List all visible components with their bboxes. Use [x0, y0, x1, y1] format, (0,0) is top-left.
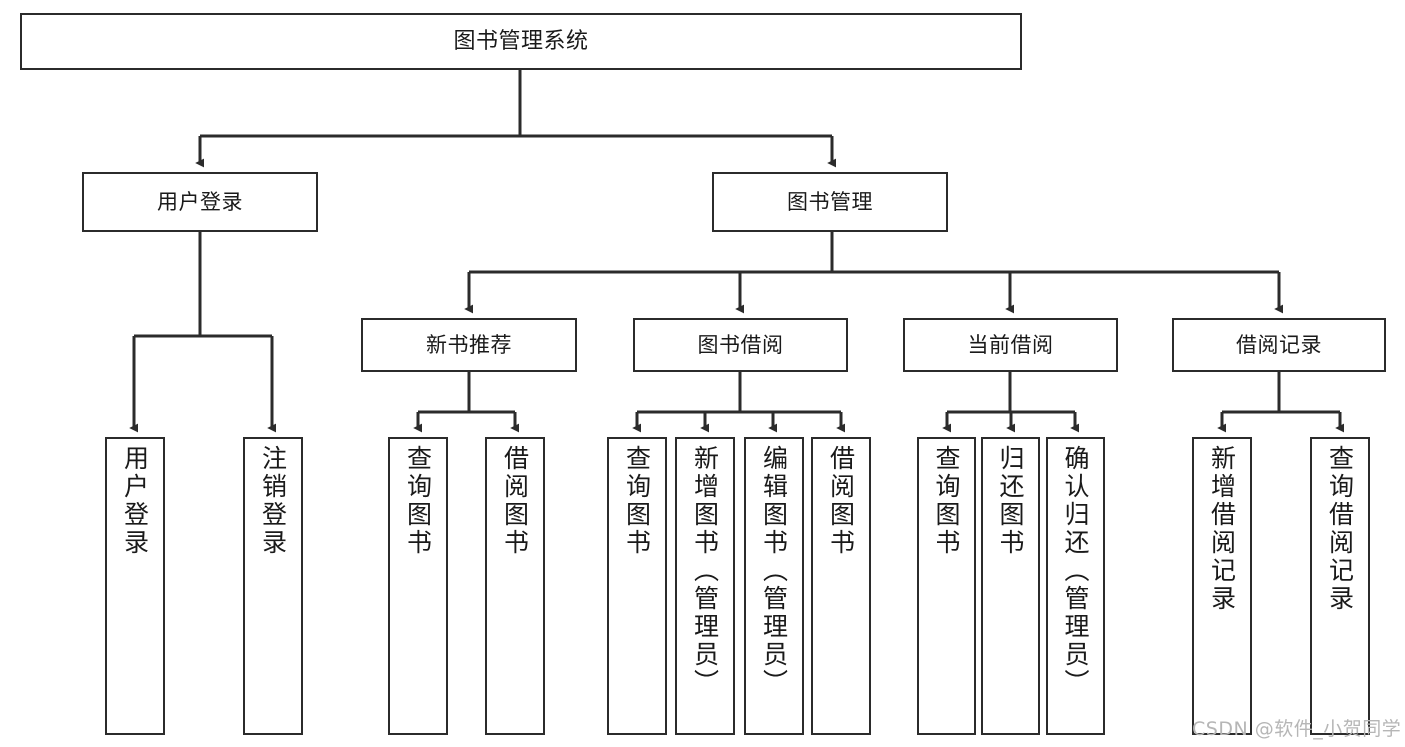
leaf-edit-book-admin[interactable]: 编辑图书（管理员）: [744, 437, 804, 735]
leaf-user-login[interactable]: 用户登录: [105, 437, 165, 735]
leaf-add-book-admin[interactable]: 新增图书（管理员）: [675, 437, 735, 735]
node-borrow-record[interactable]: 借阅记录: [1172, 318, 1386, 372]
node-label: 编辑图书（管理员）: [759, 445, 789, 697]
node-label: 查询图书: [403, 445, 433, 557]
node-book-borrow[interactable]: 图书借阅: [633, 318, 848, 372]
leaf-query-borrow-record[interactable]: 查询借阅记录: [1310, 437, 1370, 735]
watermark-text: CSDN @软件_小贺同学: [1192, 718, 1402, 740]
node-label: 新增图书（管理员）: [690, 445, 720, 697]
node-label: 用户登录: [120, 445, 150, 557]
leaf-borrow-book-recommend[interactable]: 借阅图书: [485, 437, 545, 735]
node-user-login[interactable]: 用户登录: [82, 172, 318, 232]
node-label: 图书管理: [787, 189, 873, 214]
node-label: 归还图书: [996, 445, 1025, 557]
node-label: 借阅记录: [1236, 332, 1322, 357]
node-root-system[interactable]: 图书管理系统: [20, 13, 1022, 70]
leaf-query-book-recommend[interactable]: 查询图书: [388, 437, 448, 735]
node-label: 查询图书: [622, 445, 652, 557]
node-label: 新书推荐: [426, 332, 512, 357]
leaf-query-book-borrow[interactable]: 查询图书: [607, 437, 667, 735]
leaf-add-borrow-record[interactable]: 新增借阅记录: [1192, 437, 1252, 735]
leaf-query-book-current[interactable]: 查询图书: [917, 437, 976, 735]
node-book-management[interactable]: 图书管理: [712, 172, 948, 232]
leaf-borrow-book[interactable]: 借阅图书: [811, 437, 871, 735]
leaf-confirm-return-admin[interactable]: 确认归还（管理员）: [1046, 437, 1105, 735]
node-label: 查询图书: [932, 445, 961, 557]
node-label: 确认归还（管理员）: [1061, 445, 1090, 697]
leaf-logout[interactable]: 注销登录: [243, 437, 303, 735]
node-label: 当前借阅: [967, 332, 1054, 357]
node-label: 新增借阅记录: [1207, 445, 1237, 613]
node-current-borrow[interactable]: 当前借阅: [903, 318, 1118, 372]
node-label: 注销登录: [258, 445, 288, 557]
node-label: 借阅图书: [500, 445, 530, 557]
node-label: 查询借阅记录: [1325, 445, 1355, 613]
leaf-return-book[interactable]: 归还图书: [981, 437, 1040, 735]
node-new-book-recommend[interactable]: 新书推荐: [361, 318, 577, 372]
node-label: 图书管理系统: [453, 28, 589, 54]
node-label: 图书借阅: [697, 332, 784, 357]
node-label: 借阅图书: [826, 445, 856, 557]
node-label: 用户登录: [157, 189, 243, 214]
